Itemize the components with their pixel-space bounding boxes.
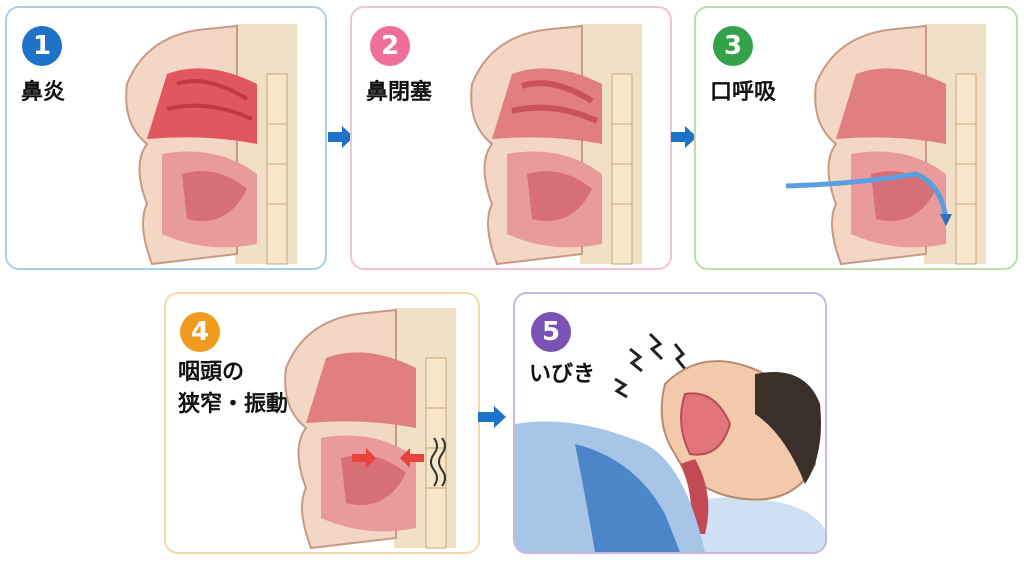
step-1-panel: 1 鼻炎 [5, 6, 327, 270]
arrow-1-to-2 [328, 126, 354, 148]
step-3-panel: 3 口呼吸 [694, 6, 1018, 270]
step-1-label: 鼻炎 [21, 80, 66, 105]
step-1-badge: 1 [22, 26, 62, 66]
sleeping-person-snoring-illustration [515, 332, 825, 552]
step-4-panel: 4 咽頭の 狭窄・振動 [164, 292, 480, 554]
step-4-label-line-1: 咽頭の [178, 360, 245, 385]
step-5-label: いびき [529, 362, 596, 387]
arrow-2-to-3 [671, 126, 697, 148]
step-4-badge: 4 [180, 312, 220, 352]
head-cross-section-blocked-nose-illustration [470, 24, 642, 266]
head-cross-section-mouth-breathing-illustration [785, 24, 986, 266]
step-2-label: 鼻閉塞 [366, 80, 433, 105]
step-5-panel: 5 いびき [513, 292, 827, 554]
step-2-panel: 2 鼻閉塞 [350, 6, 672, 270]
step-5-badge: 5 [531, 312, 571, 352]
arrow-4-to-5 [478, 406, 506, 428]
step-4-label-line-2: 狭窄・振動 [178, 392, 289, 417]
step-2-badge: 2 [370, 26, 410, 66]
head-cross-section-inflamed-illustration [125, 24, 297, 266]
head-cross-section-pharynx-narrowing-illustration [284, 308, 456, 550]
step-3-label: 口呼吸 [710, 80, 777, 105]
step-3-badge: 3 [713, 26, 753, 66]
